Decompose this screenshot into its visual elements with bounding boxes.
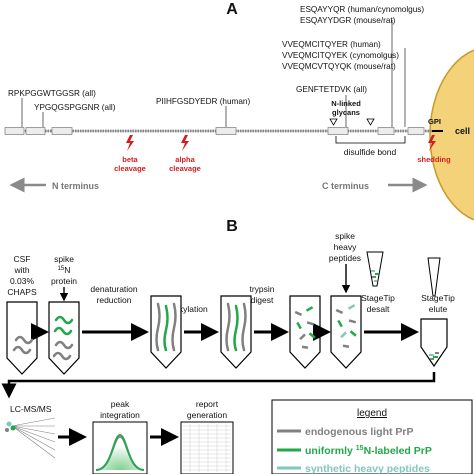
tube-spike-15n bbox=[48, 301, 80, 375]
csf-label-3: 0.03% bbox=[10, 276, 35, 286]
peptide-leader-lines bbox=[21, 20, 406, 127]
trypsin-label: trypsin bbox=[249, 284, 274, 294]
stagetip-desalt-tip bbox=[366, 251, 384, 287]
protein-backbone bbox=[4, 127, 443, 135]
peak-labeled bbox=[95, 434, 145, 471]
panel-a-label: A bbox=[226, 1, 238, 18]
shedding-icon bbox=[428, 135, 436, 151]
c-terminus-label: C terminus bbox=[322, 181, 369, 191]
alpha-cleavage-icon bbox=[181, 135, 189, 151]
integration-label: integration bbox=[100, 410, 140, 420]
light-prp-coils bbox=[12, 335, 74, 361]
peptide-rpkp: RPKPGGWTGGSR (all) bbox=[8, 89, 96, 98]
peptide-vveq-mouse: VVEQMCVTQYQK (mouse/rat) bbox=[282, 62, 396, 71]
alpha-cleavage-label: cleavage bbox=[169, 164, 201, 173]
denaturation-label: denaturation bbox=[90, 284, 138, 294]
legend-box bbox=[271, 399, 473, 474]
n-terminus-label: N terminus bbox=[52, 181, 99, 191]
stagetip-elute-label-2: elute bbox=[429, 304, 448, 314]
stagetip-elute-tip bbox=[427, 257, 441, 297]
report-box bbox=[180, 421, 234, 474]
cell-label: cell bbox=[455, 126, 470, 136]
legend-heavy-label: synthetic heavy peptides bbox=[305, 463, 430, 474]
reduction-label: reduction bbox=[97, 295, 132, 305]
beta-label: beta bbox=[122, 155, 138, 164]
panel-b-label: B bbox=[226, 218, 238, 235]
peptide-piih: PIIHFGSDYEDR (human) bbox=[156, 97, 250, 106]
return-path-arrow bbox=[1, 372, 436, 399]
spike-15n-label-1: spike bbox=[54, 254, 74, 264]
tube-spiked-heavy bbox=[330, 295, 362, 369]
peptide-vveq-cyno: VVEQMCITQYEK (cynomolgus) bbox=[282, 51, 399, 60]
spike-heavy-label-3: peptides bbox=[329, 253, 361, 263]
glycan-marker-1 bbox=[329, 118, 338, 126]
lcms-spray bbox=[11, 417, 56, 459]
n-linked-label: N-linked bbox=[331, 99, 361, 108]
disulfide-bracket bbox=[335, 136, 406, 144]
peptide-genf: GENFTETDVK (all) bbox=[296, 85, 367, 94]
peak-label: peak bbox=[111, 399, 130, 409]
tube-eluate bbox=[420, 318, 448, 368]
eluate-peptides bbox=[429, 352, 439, 360]
peptide-esqa-mouse: ESQAYYDGR (mouse/rat) bbox=[300, 16, 396, 25]
generation-label: generation bbox=[187, 410, 227, 420]
legend-labeled-label: uniformly 15N-labeled PrP bbox=[305, 445, 432, 457]
legend-light-label: endogenous light PrP bbox=[305, 426, 414, 438]
labeled-prp-coils bbox=[53, 315, 74, 336]
alpha-label: alpha bbox=[175, 155, 195, 164]
stagetip-desalt-peptides bbox=[371, 270, 379, 282]
spike-heavy-label-1: spike bbox=[335, 231, 355, 241]
spike-15n-label-2: 15N bbox=[58, 265, 71, 275]
peptide-esqa-human: ESQAYYQR (human/cynomolgus) bbox=[300, 5, 424, 14]
stagetip-elute-label-1: StageTip bbox=[421, 293, 455, 303]
alkylation-label: alkylation bbox=[172, 304, 208, 314]
report-grid bbox=[183, 424, 231, 472]
stagetip-desalt-label-2: desalt bbox=[367, 304, 390, 314]
legend-title: legend bbox=[357, 408, 387, 419]
disulfide-label: disulfide bond bbox=[344, 147, 397, 157]
beta-cleavage-label: cleavage bbox=[114, 164, 146, 173]
beta-cleavage-icon bbox=[126, 135, 134, 151]
tube-digested bbox=[289, 295, 321, 369]
report-label: report bbox=[196, 399, 219, 409]
spike-heavy-label-2: heavy bbox=[334, 242, 357, 252]
digested-peptides bbox=[294, 304, 357, 349]
csf-label-1: CSF bbox=[14, 254, 31, 264]
lcms-droplets bbox=[5, 421, 16, 432]
csf-label-4: CHAPS bbox=[7, 287, 37, 297]
stagetip-desalt-label-1: StageTip bbox=[361, 293, 395, 303]
lcms-label: LC-MS/MS bbox=[10, 404, 52, 414]
csf-label-2: with bbox=[13, 265, 29, 275]
shedding-label: shedding bbox=[417, 155, 451, 164]
denatured-strands bbox=[155, 302, 247, 352]
spike-15n-label-3: protein bbox=[51, 276, 77, 286]
peptide-vveq-human: VVEQMCITQYER (human) bbox=[282, 40, 381, 49]
glycan-marker-2 bbox=[366, 118, 375, 126]
cell-body bbox=[429, 49, 474, 221]
digest-label: digest bbox=[251, 295, 274, 305]
peptide-ypgq: YPGQGSPGGNR (all) bbox=[34, 103, 116, 112]
glycans-label: glycans bbox=[332, 108, 360, 117]
gpi-label: GPI bbox=[428, 117, 441, 126]
